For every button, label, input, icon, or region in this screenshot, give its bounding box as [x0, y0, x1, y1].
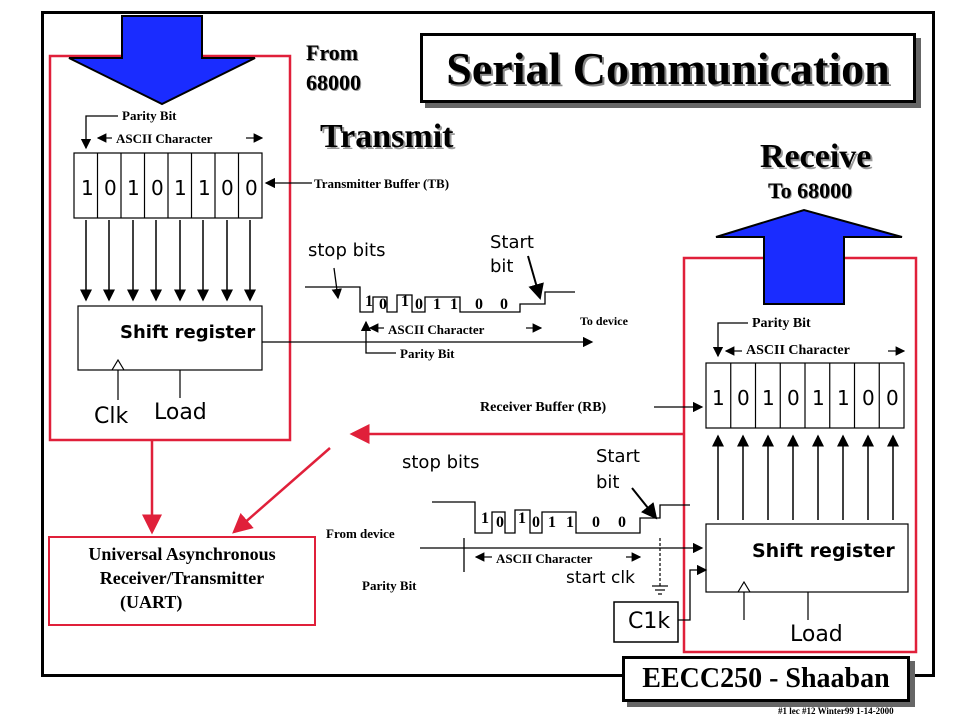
- rx-clk-box: [613, 601, 679, 643]
- tx-load-label: Load: [154, 400, 207, 425]
- tx-parity-bit-label: Parity Bit: [122, 108, 177, 123]
- tx-wave-parity-label: Parity Bit: [400, 346, 455, 361]
- rx-wave-ascii-label: ASCII Character: [496, 551, 593, 566]
- rx-stop-bits-label: stop bits: [402, 452, 480, 473]
- rx-bit: 1: [837, 386, 850, 410]
- receive-heading: Receive: [760, 138, 872, 175]
- rx-bit: 0: [886, 386, 899, 410]
- from-68000-label: 68000: [306, 70, 361, 95]
- tx-wave-bit: 0: [475, 296, 483, 313]
- course-badge: EECC250 - Shaaban: [622, 656, 910, 702]
- rx-clk-label: C1k: [628, 609, 671, 634]
- rx-wave-bit: 1: [481, 510, 489, 527]
- page-title: Serial Communication: [446, 42, 890, 94]
- rx-wave-bit: 1: [548, 514, 556, 531]
- tx-bit: 1: [198, 176, 211, 200]
- rx-bit: 1: [812, 386, 825, 410]
- tx-bit: 1: [174, 176, 187, 200]
- title-box: Serial Communication: [420, 33, 916, 103]
- tx-wave-bit: 0: [415, 296, 423, 313]
- receiver-buffer: [705, 362, 905, 429]
- rx-bit-label: bit: [596, 472, 620, 493]
- tx-bit: 0: [221, 176, 234, 200]
- footer-note: #1 lec #12 Winter99 1-14-2000: [778, 706, 894, 716]
- tx-start-label: Start: [490, 232, 534, 253]
- tx-shift-register: [77, 305, 263, 371]
- from-label: From: [306, 40, 359, 65]
- rx-bit: 0: [862, 386, 875, 410]
- rx-bit: 1: [762, 386, 775, 410]
- rx-ascii-label: ASCII Character: [746, 343, 850, 358]
- rx-to-uart-arrow: [232, 447, 331, 534]
- tx-stop-bits-label: stop bits: [308, 240, 386, 261]
- uart-line-3: (UART): [120, 592, 183, 612]
- uart-line-2: Receiver/Transmitter: [99, 568, 265, 588]
- transmitter-buffer: [73, 152, 263, 219]
- to-device-label: To device: [580, 314, 628, 328]
- rx-wave-bit: 0: [532, 514, 540, 531]
- tx-bit: 1: [127, 176, 140, 200]
- transmit-heading: Transmit: [320, 118, 454, 155]
- rx-bit: 0: [787, 386, 800, 410]
- tx-wave-bit: 0: [379, 296, 387, 313]
- tx-bit: 0: [245, 176, 258, 200]
- rx-load-label: Load: [790, 622, 843, 647]
- uart-box: Universal Asynchronous Receiver/Transmit…: [48, 536, 316, 626]
- rx-waveform: [432, 501, 690, 534]
- tx-waveform: [305, 286, 575, 313]
- rx-buffer-label: Receiver Buffer (RB): [480, 400, 607, 415]
- start-clk-label: start clk: [566, 568, 635, 588]
- rx-bit: 0: [737, 386, 750, 410]
- tx-wave-bit: 1: [433, 296, 441, 313]
- tx-wave-ascii-label: ASCII Character: [388, 322, 485, 337]
- uart-line-1: Universal Asynchronous: [88, 544, 276, 564]
- rx-wave-bit: 0: [496, 514, 504, 531]
- tx-wave-bit: 1: [365, 293, 373, 310]
- tx-shift-register-label: Shift register: [120, 322, 256, 343]
- tx-ascii-label: ASCII Character: [116, 131, 213, 146]
- rx-wave-bit: 1: [566, 514, 574, 531]
- tx-wave-bit: 0: [500, 296, 508, 313]
- tx-wave-bit: 1: [450, 296, 458, 313]
- rx-start-label: Start: [596, 446, 640, 467]
- to-68000-arrow: [715, 208, 903, 305]
- rx-wave-bit: 1: [518, 510, 526, 527]
- tx-bit: 0: [104, 176, 117, 200]
- rx-wave-parity-label: Parity Bit: [362, 578, 417, 593]
- rx-bit: 1: [712, 386, 725, 410]
- rx-shift-register: [705, 523, 909, 593]
- rx-shift-register-label: Shift register: [752, 540, 895, 562]
- tx-buffer-label: Transmitter Buffer (TB): [314, 176, 450, 191]
- tx-bit: 1: [81, 176, 94, 200]
- rx-parity-bit-label: Parity Bit: [752, 316, 811, 331]
- tx-bit-label: bit: [490, 256, 514, 277]
- slide-frame: [41, 11, 935, 677]
- from-68000-arrow: [68, 15, 256, 106]
- tx-bit: 0: [151, 176, 164, 200]
- rx-wave-bit: 0: [592, 514, 600, 531]
- tx-wave-bit: 1: [401, 293, 409, 310]
- from-device-label: From device: [326, 526, 395, 541]
- rx-wave-bit: 0: [618, 514, 626, 531]
- to-68000-label: To 68000: [768, 178, 853, 203]
- course-badge-text: EECC250 - Shaaban: [642, 663, 890, 694]
- tx-clk-label: Clk: [94, 404, 129, 429]
